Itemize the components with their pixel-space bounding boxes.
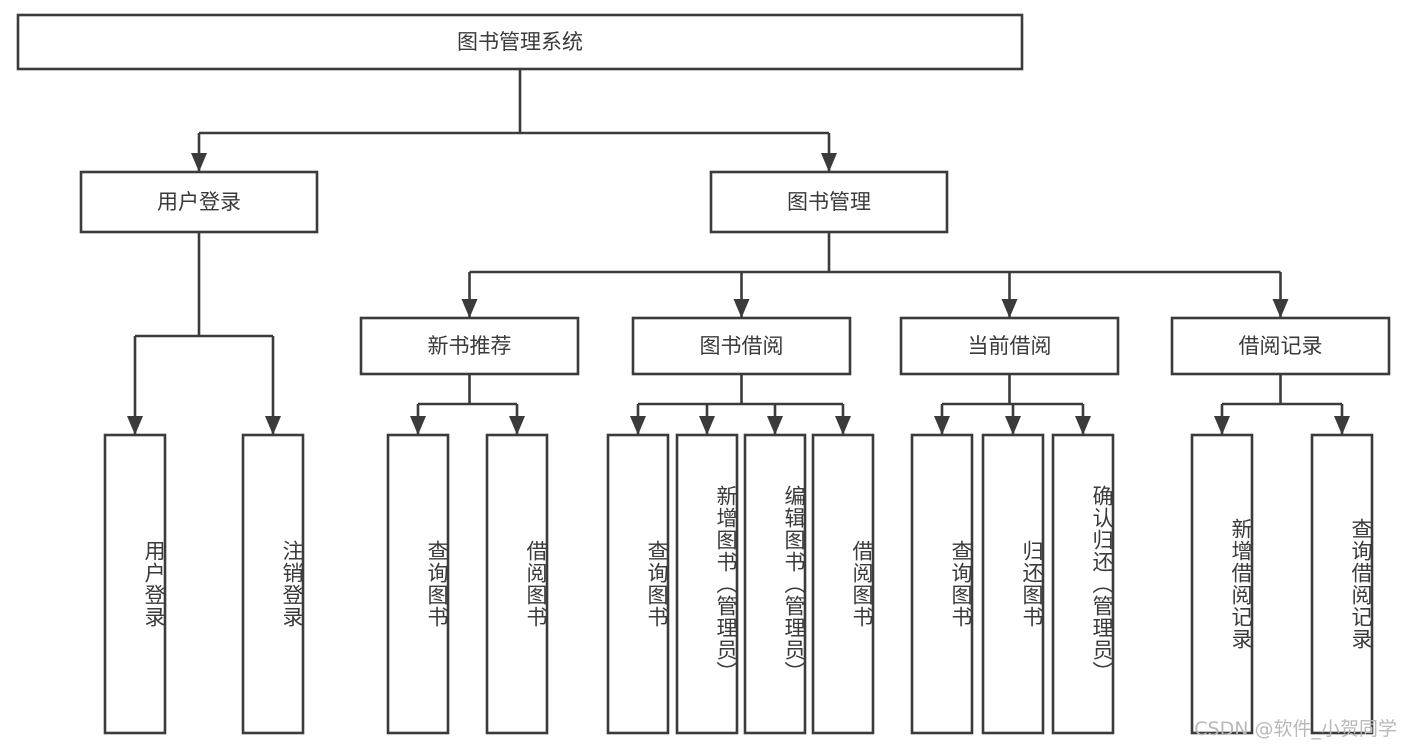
node-label-current-borrow: 当前借阅 (968, 334, 1052, 358)
arrow-head-icon (767, 416, 783, 435)
watermark-text: CSDN @软件_小贺同学 (1194, 718, 1397, 740)
arrow-head-icon (509, 416, 525, 435)
arrow-head-icon (1272, 299, 1289, 318)
arrow-head-icon (1075, 416, 1091, 435)
node-box-leaf-user-logout[interactable] (241, 433, 305, 735)
node-label-borrow-record: 借阅记录 (1239, 334, 1323, 358)
node-box-leaf-borrow-book-2[interactable] (811, 433, 875, 735)
arrow-head-icon (1005, 416, 1021, 435)
node-label-new-book-recommend: 新书推荐 (428, 334, 512, 358)
node-label-book-borrow: 图书借阅 (700, 334, 784, 358)
node-box-leaf-user-login[interactable] (103, 433, 167, 735)
node-box-root[interactable] (16, 13, 1024, 71)
arrow-head-icon (699, 416, 715, 435)
arrow-head-icon (1214, 416, 1230, 435)
node-box-leaf-add-record[interactable] (1190, 433, 1254, 735)
node-box-leaf-borrow-book-1[interactable] (485, 433, 549, 735)
arrow-head-icon (127, 416, 143, 435)
node-box-new-book-recommend[interactable] (359, 316, 580, 376)
node-box-book-borrow[interactable] (631, 316, 852, 376)
arrow-head-icon (1001, 299, 1018, 318)
node-box-user-login[interactable] (79, 170, 319, 234)
arrow-head-icon (835, 416, 851, 435)
arrow-head-icon (191, 153, 207, 172)
node-box-leaf-confirm-return[interactable] (1051, 433, 1115, 735)
node-box-leaf-add-book[interactable] (675, 433, 739, 735)
node-box-leaf-return-book[interactable] (981, 433, 1045, 735)
arrow-head-icon (630, 416, 646, 435)
node-label-root: 图书管理系统 (457, 30, 583, 54)
node-label-book-manage: 图书管理 (787, 190, 871, 214)
arrow-head-icon (461, 299, 478, 318)
node-box-borrow-record[interactable] (1170, 316, 1391, 376)
arrow-head-icon (934, 416, 950, 435)
arrow-head-icon (410, 416, 426, 435)
arrow-head-icon (821, 153, 837, 172)
node-box-leaf-query-book-3[interactable] (910, 433, 974, 735)
arrow-head-icon (733, 299, 750, 318)
arrow-head-icon (1334, 416, 1350, 435)
node-box-leaf-query-record[interactable] (1310, 433, 1374, 735)
node-box-current-borrow[interactable] (899, 316, 1120, 376)
node-box-leaf-query-book-2[interactable] (606, 433, 670, 735)
arrow-head-icon (265, 416, 281, 435)
node-box-leaf-edit-book[interactable] (743, 433, 807, 735)
node-box-book-manage[interactable] (709, 170, 949, 234)
node-box-leaf-query-book-1[interactable] (386, 433, 450, 735)
node-label-user-login: 用户登录 (157, 190, 241, 214)
